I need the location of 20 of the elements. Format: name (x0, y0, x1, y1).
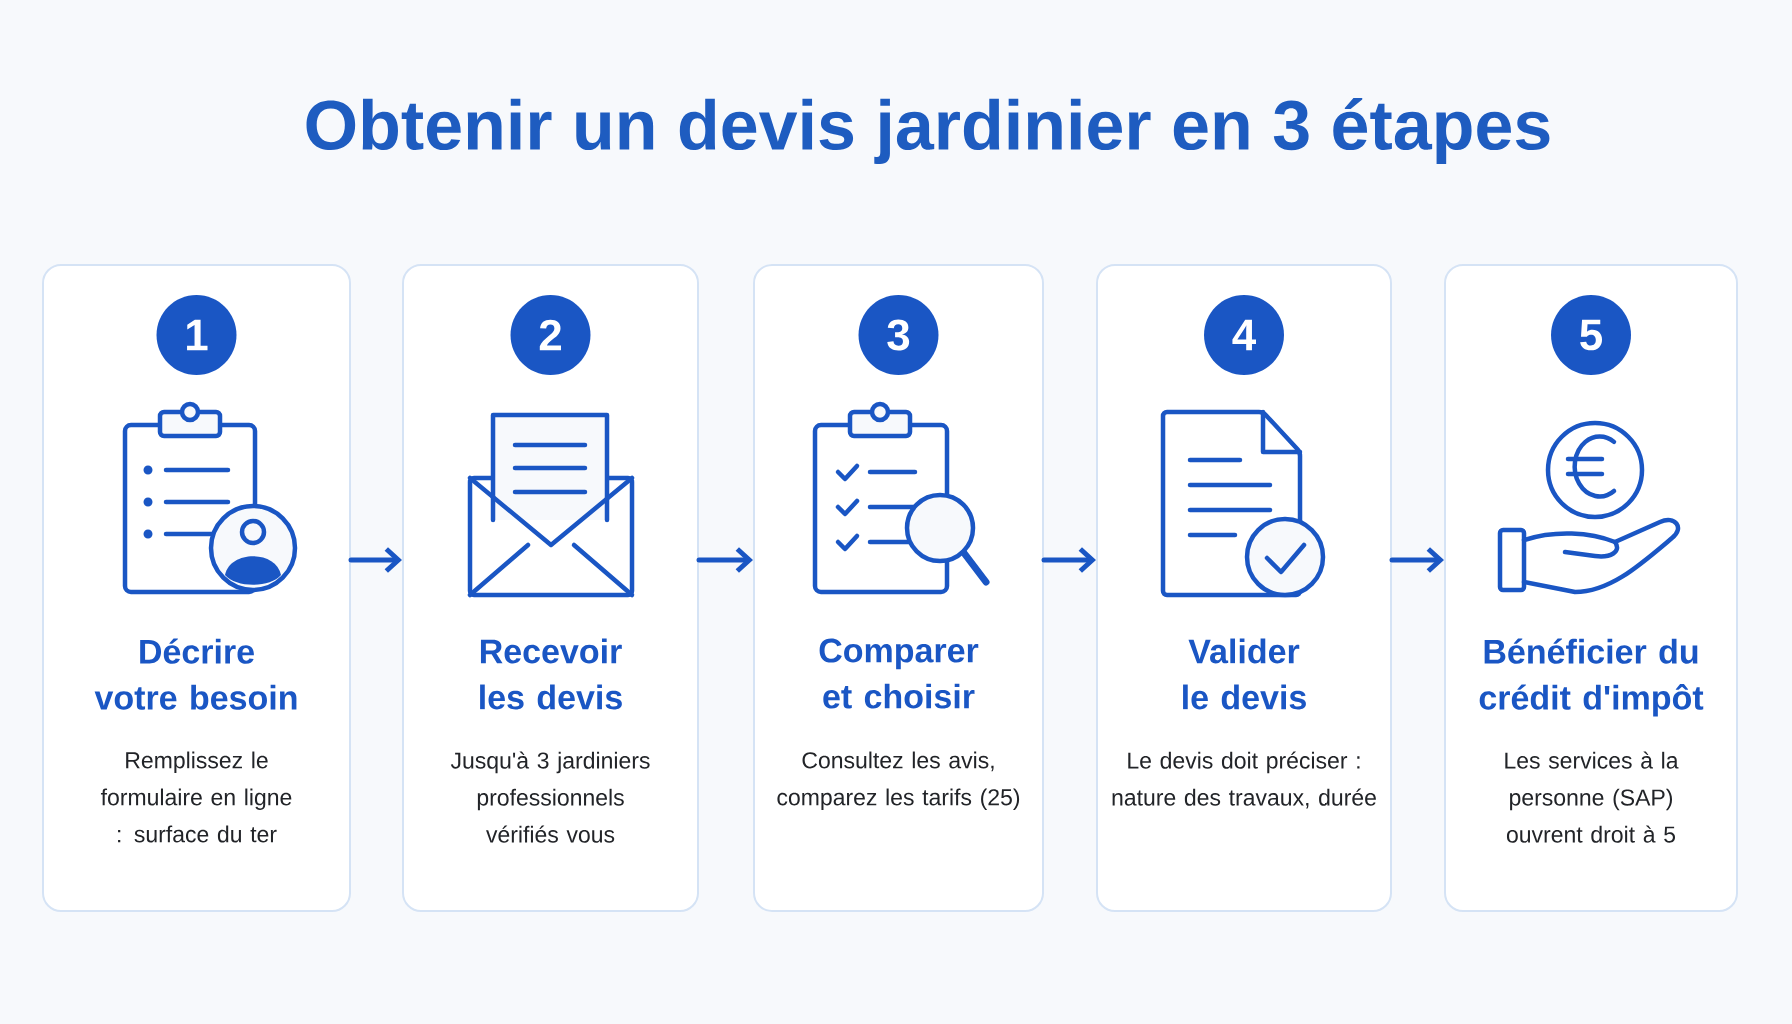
step-number: 2 (510, 295, 591, 375)
step-number: 3 (858, 295, 939, 375)
step-description: Consultez les avis, comparez les tarifs (25) (777, 751, 1020, 810)
step-number: 4 (1204, 295, 1284, 375)
arrow (1041, 547, 1096, 573)
step-number: 5 (1551, 295, 1631, 375)
step-heading: Recevoir les devis (480, 638, 622, 710)
step-description: Les services à la personne (SAP) ouvrent droit à 5 (1505, 751, 1679, 843)
step-heading: Valider le devis (1183, 638, 1306, 710)
step-number: 1 (156, 295, 237, 375)
arrow (1389, 547, 1444, 573)
step-heading: Décrire votre besoin (94, 638, 297, 710)
step-description: Le devis doit préciser : nature des travaux, durée (1112, 751, 1376, 809)
step-heading: Bénéficier du crédit d'impôt (1479, 638, 1704, 717)
title: Obtenir un devis jardinier en 3 étapes (306, 98, 1550, 164)
arrow (348, 547, 402, 573)
step-heading: Comparer et choisir (819, 638, 979, 709)
step-description: Jusqu'à 3 jardiniers professionnels vérifiés vous (450, 751, 650, 843)
step-description: Remplissez le formulaire en ligne : surface du ter (100, 751, 292, 843)
arrow (696, 547, 753, 573)
